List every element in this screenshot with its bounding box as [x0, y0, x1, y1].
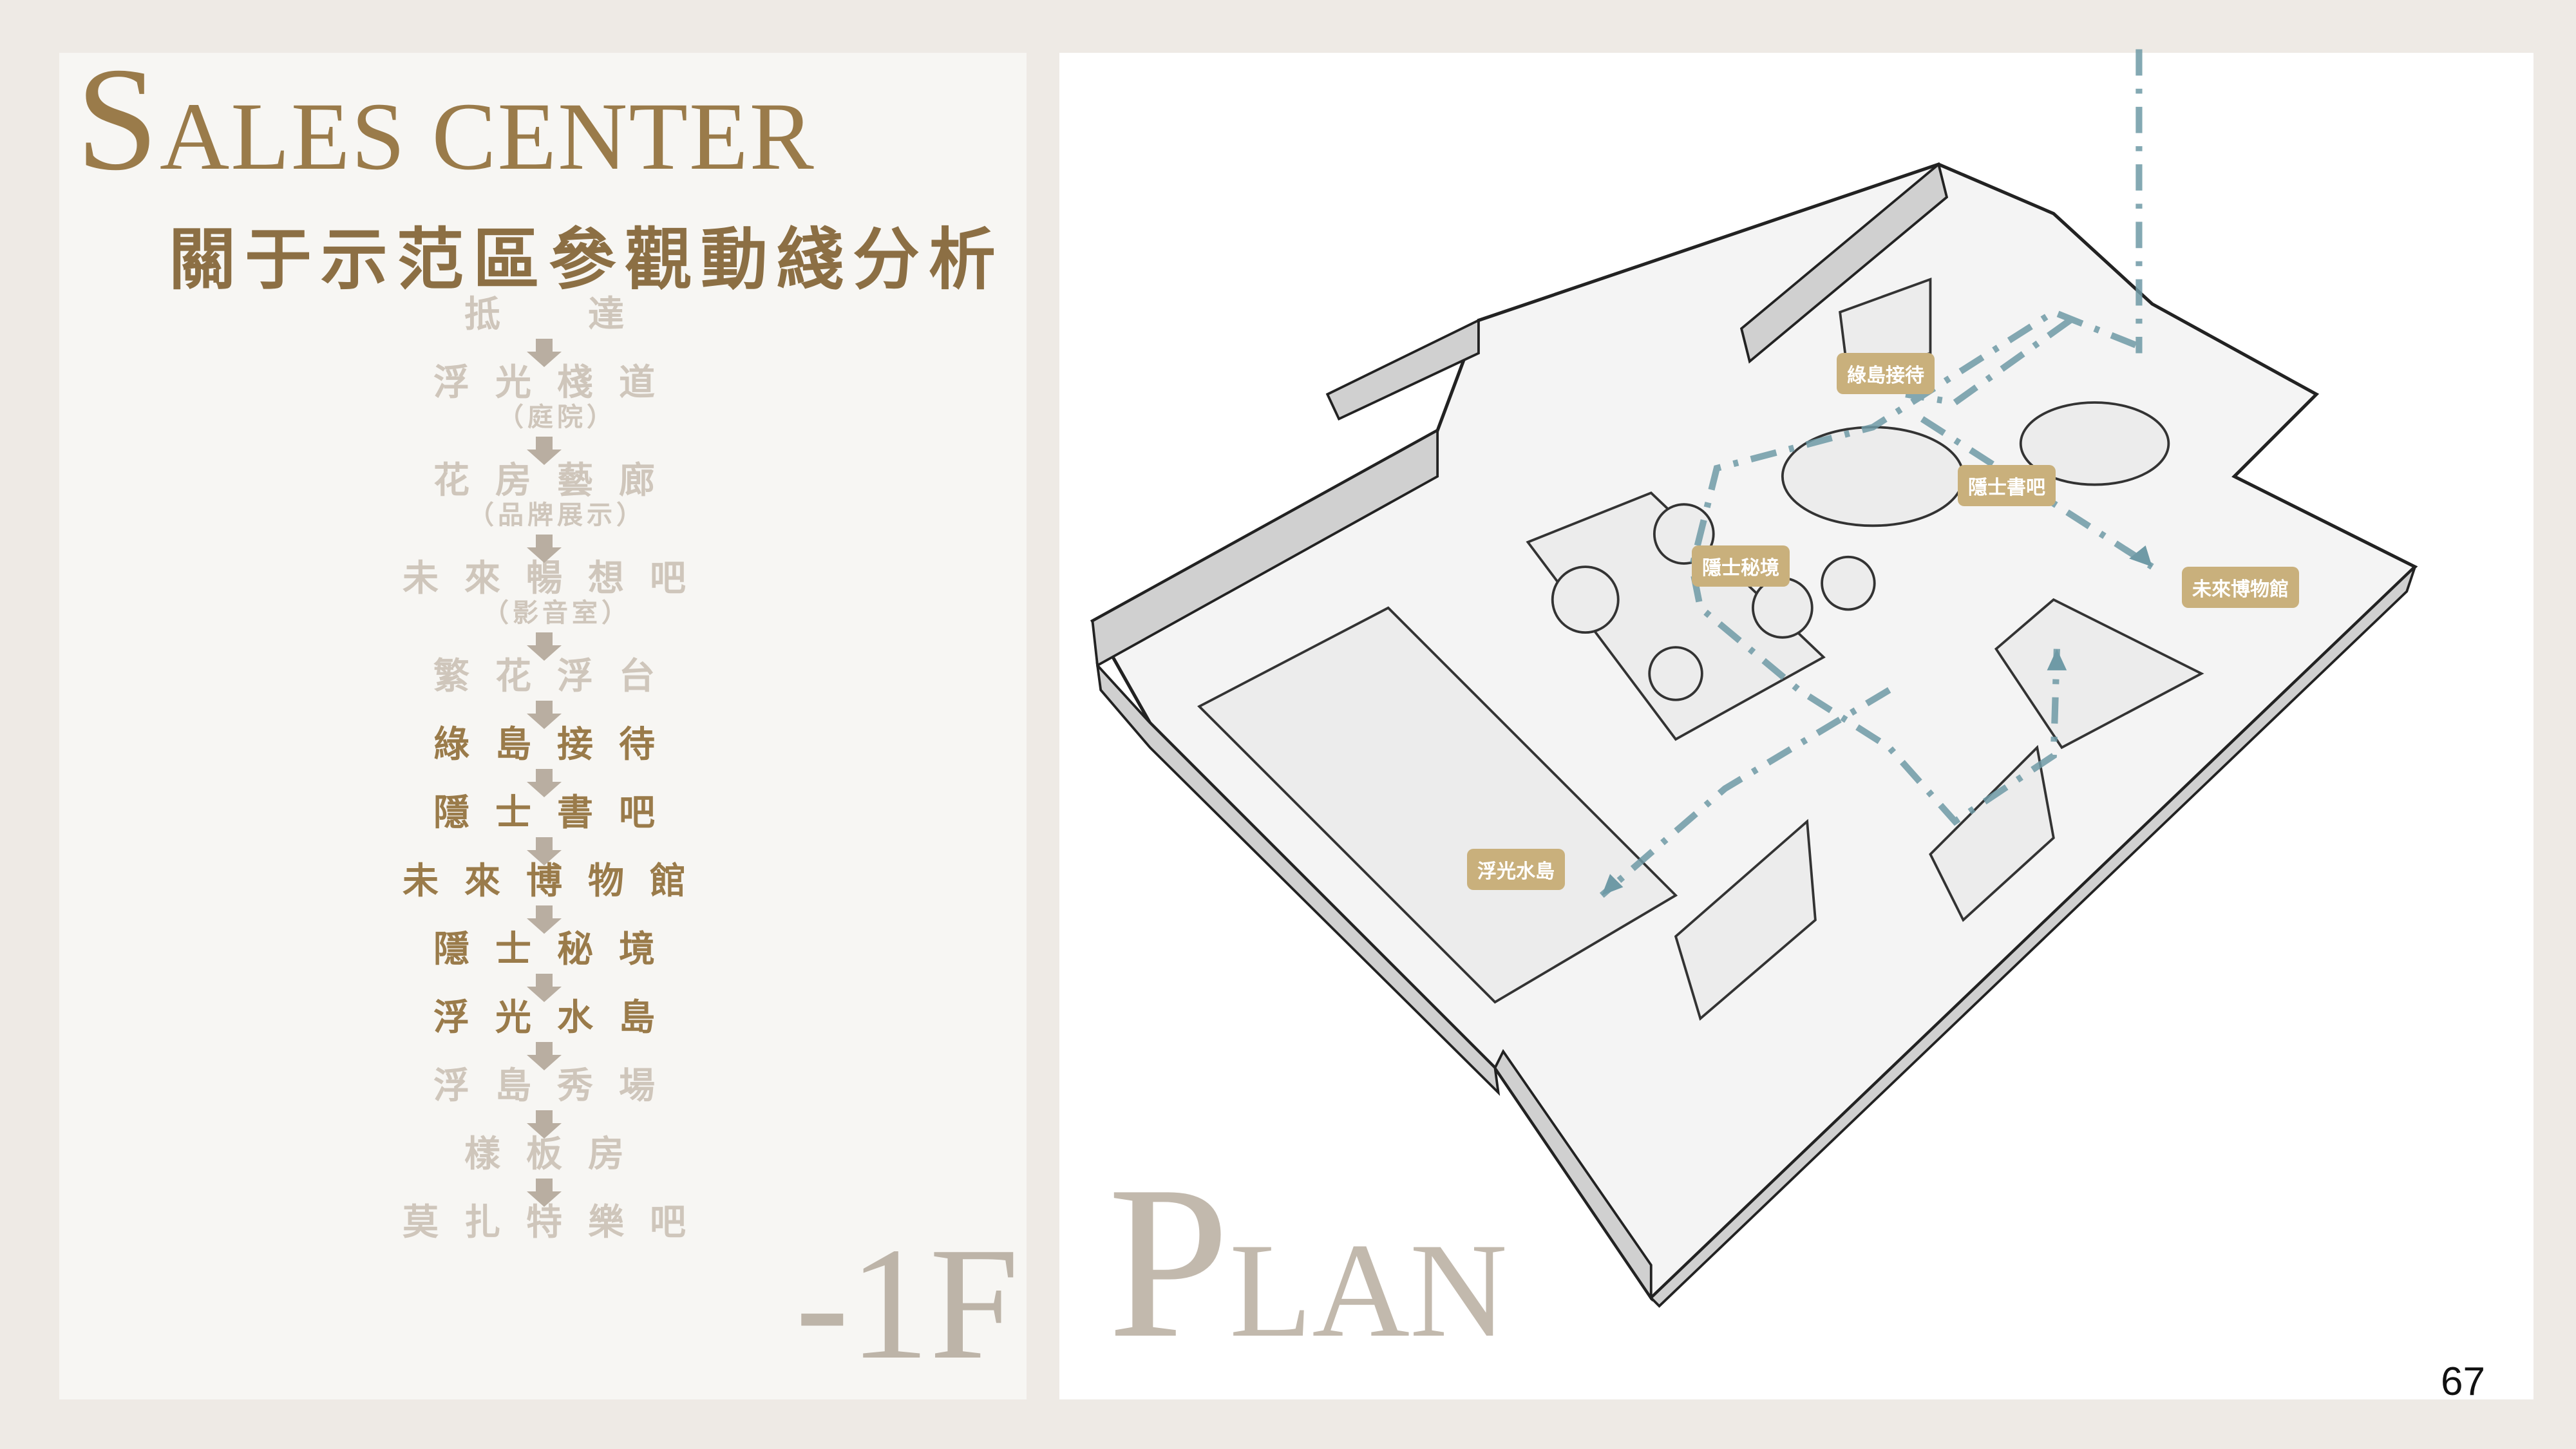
floor-label: -1F [795, 1215, 1019, 1393]
route-step-label: 未來博物館 [402, 860, 712, 902]
route-step-label: 隱士書吧 [433, 791, 681, 834]
route-step-label: 繁花浮台 [433, 655, 681, 697]
title-rest: ALES CENTER [159, 83, 815, 190]
route-step-sublabel: （品牌展示） [468, 500, 646, 530]
interior-rooms [1197, 277, 2204, 1021]
plan-label-book-bar: 隱士書吧 [1958, 465, 2056, 506]
down-arrow-icon [527, 1179, 562, 1207]
down-arrow-icon [527, 535, 562, 563]
route-step: 花房藝廊（品牌展示） [322, 462, 766, 528]
route-step: 浮光水島 [322, 999, 766, 1036]
down-arrow-icon [527, 837, 562, 866]
route-step: 抵 達 [322, 296, 766, 332]
route-step-sublabel: （庭院） [498, 402, 616, 432]
down-arrow-icon [527, 437, 562, 465]
route-step-label: 隱士秘境 [433, 928, 681, 971]
page-number: 67 [2441, 1359, 2485, 1404]
route-step: 隱士秘境 [322, 931, 766, 967]
page-subtitle: 關于示范區參觀動綫分析 [169, 220, 1005, 299]
route-arrows [1602, 545, 2152, 896]
page-title: SALES CENTER [76, 45, 815, 193]
route-step-sublabel: （影音室） [483, 598, 631, 628]
route-step-label: 綠島接待 [433, 723, 681, 766]
route-step: 浮島秀場 [322, 1068, 766, 1104]
route-step: 未來博物館 [322, 863, 766, 899]
down-arrow-icon [527, 701, 562, 729]
route-step: 莫扎特樂吧 [322, 1204, 766, 1240]
route-step-label: 樣板房 [464, 1133, 650, 1175]
plan-label-museum: 未來博物館 [2182, 567, 2299, 608]
plan-heading-initial: P [1108, 1141, 1230, 1383]
plan-heading: PLAN [1108, 1153, 1508, 1372]
route-step-label: 浮光棧道 [433, 361, 681, 404]
plan-label-reception: 綠島接待 [1837, 353, 1935, 394]
down-arrow-icon [527, 339, 562, 367]
down-arrow-icon [527, 1110, 562, 1139]
route-step: 未來暢想吧（影音室） [322, 560, 766, 626]
route-step-label: 莫扎特樂吧 [402, 1201, 712, 1244]
down-arrow-icon [527, 632, 562, 661]
down-arrow-icon [527, 974, 562, 1002]
building-walls [1091, 162, 2416, 1308]
plan-label-secret-realm: 隱士秘境 [1692, 545, 1790, 587]
plan-heading-rest: LAN [1229, 1216, 1508, 1365]
route-step-label: 浮島秀場 [433, 1065, 681, 1107]
route-step: 浮光棧道（庭院） [322, 365, 766, 430]
visit-route-list: 抵 達浮光棧道（庭院） 花房藝廊（品牌展示） 未來暢想吧（影音室） 繁花浮台綠島接待隱… [322, 296, 766, 1240]
route-step-label: 抵 達 [464, 293, 650, 336]
route-step-label: 花房藝廊 [433, 459, 681, 502]
route-step: 綠島接待 [322, 726, 766, 762]
down-arrow-icon [527, 769, 562, 797]
down-arrow-icon [527, 1042, 562, 1070]
route-step: 隱士書吧 [322, 795, 766, 831]
title-initial: S [76, 37, 160, 201]
route-step-label: 浮光水島 [433, 996, 681, 1039]
route-step-label: 未來暢想吧 [402, 557, 712, 600]
route-step: 樣板房 [322, 1136, 766, 1172]
down-arrow-icon [527, 905, 562, 934]
route-step: 繁花浮台 [322, 658, 766, 694]
plan-label-water-island: 浮光水島 [1467, 849, 1565, 890]
